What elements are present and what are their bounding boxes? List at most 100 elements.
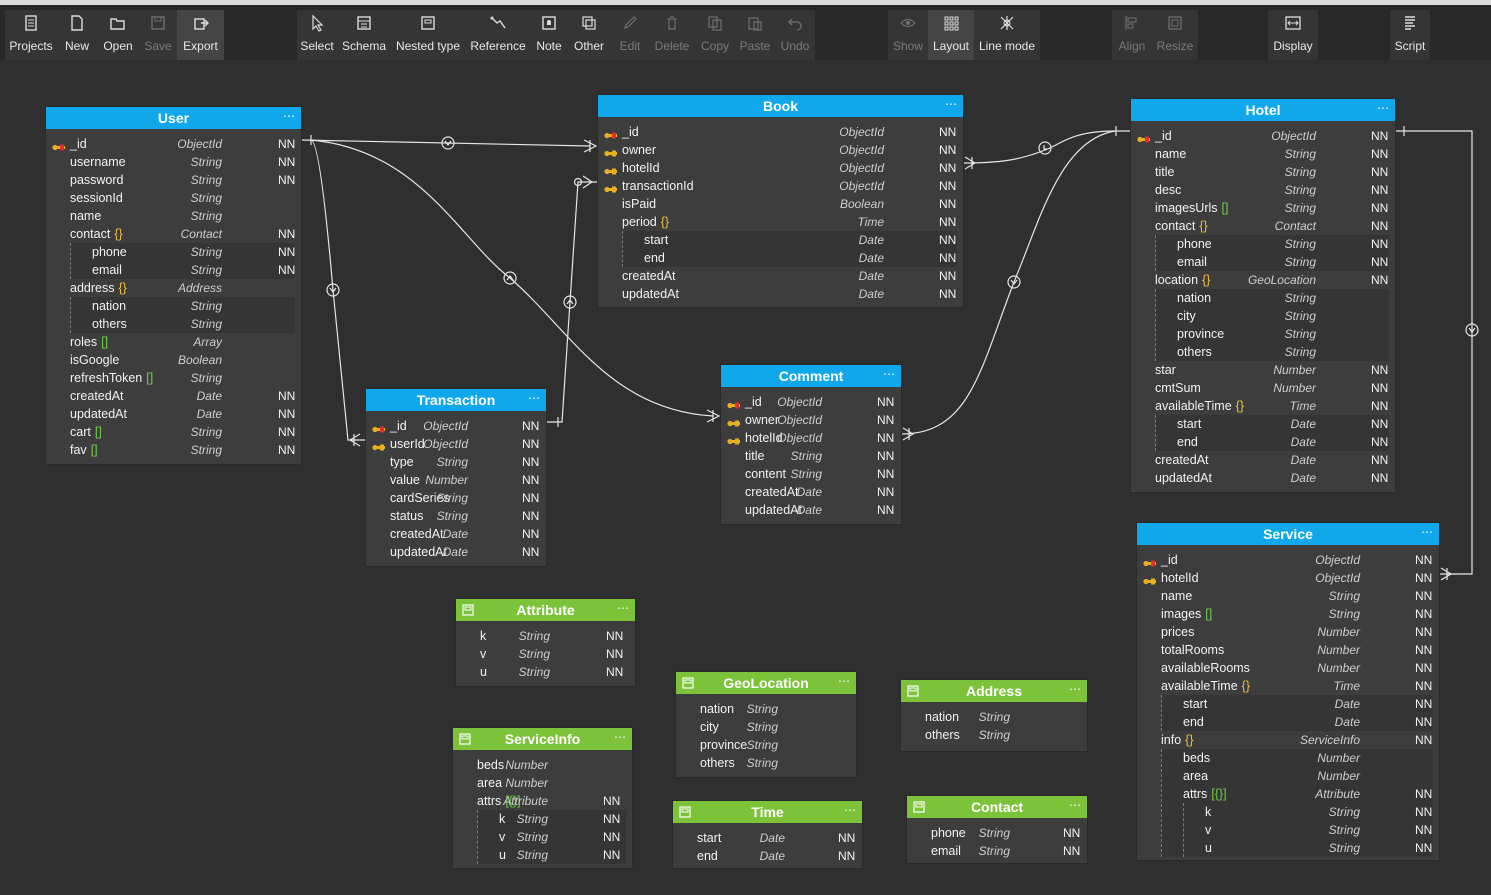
- table-menu-icon[interactable]: ⋯: [617, 601, 629, 615]
- table-header[interactable]: Contact⋯: [907, 796, 1087, 818]
- toolbar-delete-button[interactable]: Delete: [649, 10, 695, 60]
- table-header[interactable]: Service⋯: [1137, 523, 1439, 545]
- toolbar-new-button[interactable]: New: [57, 10, 97, 60]
- table-menu-icon[interactable]: ⋯: [1069, 682, 1081, 696]
- table-header[interactable]: GeoLocation⋯: [676, 672, 856, 694]
- table-menu-icon[interactable]: ⋯: [844, 803, 856, 817]
- field-row[interactable]: address{}Address: [46, 279, 301, 297]
- toolbar-layout-button[interactable]: Layout: [928, 10, 974, 60]
- table-menu-icon[interactable]: ⋯: [283, 109, 295, 123]
- table-menu-icon[interactable]: ⋯: [838, 674, 850, 688]
- toolbar-copy-button[interactable]: Copy: [695, 10, 735, 60]
- toolbar-nested-type-button[interactable]: Nested type: [391, 10, 465, 60]
- toolbar-save-button[interactable]: Save: [139, 10, 177, 60]
- toolbar-paste-button[interactable]: Paste: [735, 10, 775, 60]
- toolbar-note-button[interactable]: Note: [531, 10, 567, 60]
- toolbar-display-button[interactable]: Display: [1268, 10, 1318, 60]
- toolbar-edit-button[interactable]: Edit: [611, 10, 649, 60]
- table-menu-icon[interactable]: ⋯: [883, 367, 895, 381]
- toolbar-undo-button[interactable]: Undo: [775, 10, 815, 60]
- toolbar-reference-button[interactable]: Reference: [465, 10, 531, 60]
- toolbar-projects-button[interactable]: Projects: [5, 10, 57, 60]
- table-menu-icon[interactable]: ⋯: [1377, 101, 1389, 115]
- field-row[interactable]: refreshToken[]String: [46, 369, 301, 387]
- toolbar-open-button[interactable]: Open: [97, 10, 139, 60]
- toolbar-align-button[interactable]: Align: [1112, 10, 1152, 60]
- field-row[interactable]: roles[]Array: [46, 333, 301, 351]
- table-header[interactable]: Time⋯: [673, 801, 862, 823]
- toolbar-resize-button[interactable]: Resize: [1152, 10, 1198, 60]
